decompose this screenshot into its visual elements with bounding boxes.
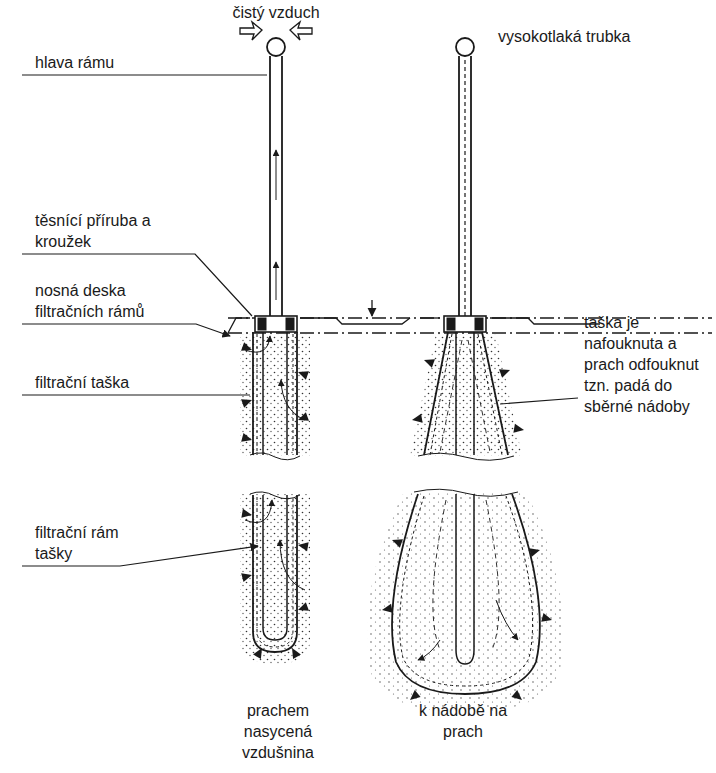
part-label: taška je nafouknuta a prach odfouknut tz…	[584, 312, 710, 417]
flow-arrows	[241, 342, 309, 659]
part-label: vysokotlaká trubka	[498, 26, 708, 47]
right-filter	[392, 38, 540, 694]
left-filter	[240, 22, 312, 652]
dust-arrows	[381, 356, 553, 704]
part-label: těsnící příruba a kroužek	[35, 210, 163, 252]
part-label: nosná deska filtračních rámů	[35, 280, 185, 322]
part-label: k nádobě na prach	[417, 700, 509, 742]
part-label: filtrační rám tašky	[35, 522, 153, 564]
part-label: prachem nasycená vzdušnina	[222, 700, 334, 763]
leader-lines	[22, 75, 578, 566]
part-label: filtrační taška	[35, 372, 185, 393]
part-label: hlava rámu	[35, 52, 165, 73]
support-plate	[228, 300, 712, 333]
dust-cloud	[240, 334, 563, 712]
part-label: čistý vzduch	[211, 2, 341, 23]
